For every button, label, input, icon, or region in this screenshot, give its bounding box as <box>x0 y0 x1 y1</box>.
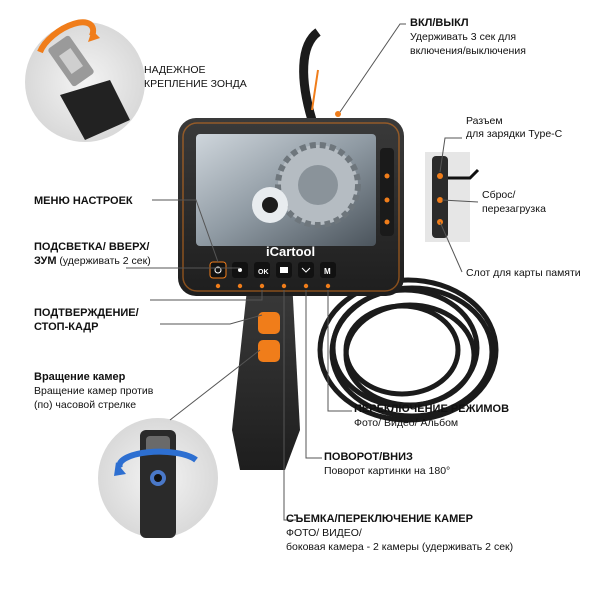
settings-menu-title: МЕНЮ НАСТРОЕК <box>34 195 133 207</box>
light-zoom-suffix: (удерживать 2 сек) <box>56 255 150 267</box>
probe-mount-detail <box>25 19 145 142</box>
coiled-cable <box>317 277 499 423</box>
gear-image <box>252 142 361 228</box>
rotate-down-desc: Поворот картинки на 180° <box>324 465 450 477</box>
ports-detail <box>425 152 480 242</box>
svg-text:M: M <box>324 267 331 276</box>
rotate-cam-desc2: (по) часовой стрелке <box>34 399 136 411</box>
power-led-button[interactable] <box>209 261 227 279</box>
power-desc2: включения/выключения <box>410 45 526 57</box>
rotating-camera-detail <box>98 418 218 538</box>
reset-line2: перезагрузка <box>482 203 546 215</box>
light-zoom-title: ПОДСВЕТКА/ ВВЕРХ/ <box>34 241 149 253</box>
capture-desc1: ФОТО/ ВИДЕО/ <box>286 527 362 539</box>
light-zoom-title2: ЗУМ <box>34 255 56 267</box>
handle-button-upper[interactable] <box>258 312 280 334</box>
typec-line2: для зарядки Type-C <box>466 128 563 140</box>
confirm-title2: СТОП-КАДР <box>34 321 98 333</box>
brand-logo: iCartool <box>266 244 315 259</box>
rotate-down-title: ПОВОРОТ/ВНИЗ <box>324 451 413 463</box>
power-title: ВКЛ/ВЫКЛ <box>410 17 469 29</box>
sdslot-label: Слот для карты памяти <box>466 267 581 279</box>
mode-button[interactable] <box>320 262 336 278</box>
text-labels: НАДЕЖНОЕ КРЕПЛЕНИЕ ЗОНДА ВКЛ/ВЫКЛ Удержи… <box>34 17 581 553</box>
confirm-title: ПОДТВЕРЖДЕНИЕ/ <box>34 307 139 319</box>
capture-desc2: боковая камера - 2 камеры (удерживать 2 … <box>286 541 513 553</box>
rotate-cam-desc1: Вращение камер против <box>34 385 154 397</box>
ok-button[interactable] <box>254 262 270 278</box>
rotate-button[interactable] <box>298 262 314 278</box>
front-button-row: OK M <box>209 261 336 289</box>
reset-line1: Сброс/ <box>482 189 516 201</box>
svg-text:ЗУМ (удерживать 2 сек): ЗУМ (удерживать 2 сек) <box>34 255 151 267</box>
probe-mount-line2: КРЕПЛЕНИЕ ЗОНДА <box>144 78 247 90</box>
typec-line1: Разъем <box>466 115 503 127</box>
mode-switch-desc: Фото/ Видео/ Альбом <box>354 417 458 429</box>
leader-lines <box>126 23 479 521</box>
side-panel <box>380 148 394 236</box>
rotate-cam-title: Вращение камер <box>34 371 126 383</box>
handle-button-lower[interactable] <box>258 340 280 362</box>
power-desc1: Удерживать 3 сек для <box>410 31 516 43</box>
probe-mount-line1: НАДЕЖНОЕ <box>144 64 206 76</box>
device-handle <box>232 280 300 470</box>
svg-text:OK: OK <box>258 269 269 276</box>
probe-cable-top <box>299 28 322 122</box>
capture-title: СЪЕМКА/ПЕРЕКЛЮЧЕНИЕ КАМЕР <box>286 513 473 525</box>
mode-switch-title: ПЕРЕКЛЮЧЕНИЕ РЕЖИМОВ <box>354 403 509 415</box>
